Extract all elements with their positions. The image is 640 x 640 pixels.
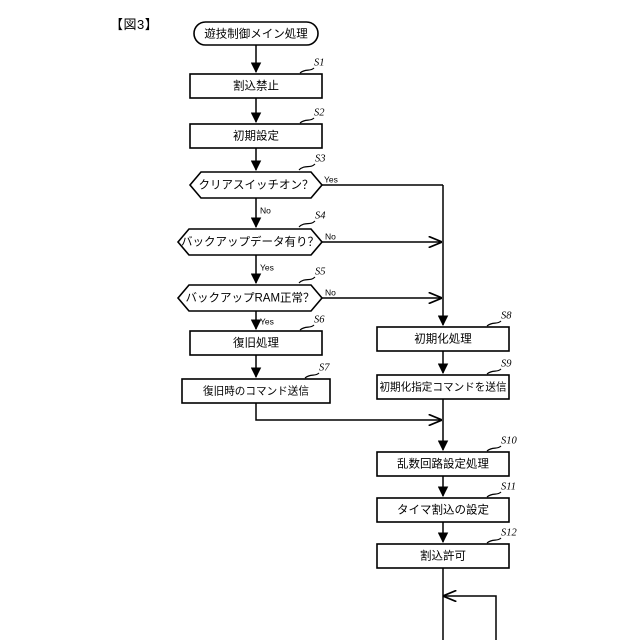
node-s3[interactable]: クリアスイッチオン？ bbox=[188, 171, 324, 199]
node-start[interactable]: 遊技制御メイン処理 bbox=[193, 21, 319, 46]
node-s5[interactable]: バックアップRAM正常？ bbox=[176, 284, 324, 312]
step-label-s11: S11 bbox=[501, 481, 516, 492]
node-s10[interactable]: 乱数回路設定処理 bbox=[376, 451, 510, 477]
step-label-s6: S6 bbox=[314, 314, 325, 325]
step-label-s9: S9 bbox=[501, 358, 512, 369]
node-s8-label: 初期化処理 bbox=[414, 332, 472, 346]
leader-s3 bbox=[298, 163, 316, 171]
leader-s7 bbox=[304, 372, 320, 379]
leader-s8 bbox=[486, 320, 502, 327]
node-s2-label: 初期設定 bbox=[233, 129, 279, 143]
edge-label-s4-yes: Yes bbox=[260, 262, 274, 272]
node-s7-label: 復旧時のコマンド送信 bbox=[203, 384, 309, 397]
step-label-s12: S12 bbox=[501, 527, 518, 538]
edge-label-s4-no: No bbox=[325, 231, 336, 241]
leader-s4 bbox=[298, 220, 316, 228]
node-s6-label: 復旧処理 bbox=[233, 336, 279, 350]
figure-number-label: 【図3】 bbox=[110, 17, 159, 32]
leader-s12 bbox=[486, 537, 502, 544]
leader-s6 bbox=[299, 324, 315, 331]
node-s12-label: 割込許可 bbox=[420, 549, 466, 563]
step-label-s4: S4 bbox=[315, 210, 326, 221]
leader-s5 bbox=[298, 276, 316, 284]
node-s6[interactable]: 復旧処理 bbox=[189, 330, 323, 356]
edge-label-s3-no: No bbox=[260, 205, 271, 215]
edge-label-s5-yes: Yes bbox=[260, 316, 274, 326]
leader-s9 bbox=[486, 368, 502, 375]
node-s12[interactable]: 割込許可 bbox=[376, 543, 510, 569]
node-s4-label: バックアップデータ有り？ bbox=[181, 235, 319, 249]
node-start-label: 遊技制御メイン処理 bbox=[204, 27, 308, 41]
node-s9[interactable]: 初期化指定コマンドを送信 bbox=[376, 374, 510, 400]
step-label-s5: S5 bbox=[315, 266, 326, 277]
node-s2[interactable]: 初期設定 bbox=[189, 123, 323, 149]
edge-label-s5-no: No bbox=[325, 287, 336, 297]
step-label-s1: S1 bbox=[314, 57, 325, 68]
node-s5-label: バックアップRAM正常？ bbox=[185, 292, 314, 305]
leader-s11 bbox=[486, 491, 502, 498]
node-s10-label: 乱数回路設定処理 bbox=[397, 457, 489, 471]
node-s3-label: クリアスイッチオン？ bbox=[199, 179, 314, 192]
step-label-s2: S2 bbox=[314, 107, 325, 118]
node-s11-label: タイマ割込の設定 bbox=[397, 503, 489, 517]
node-s1-label: 割込禁止 bbox=[233, 79, 279, 93]
step-label-s7: S7 bbox=[319, 362, 330, 373]
node-s1[interactable]: 割込禁止 bbox=[189, 73, 323, 99]
node-s7[interactable]: 復旧時のコマンド送信 bbox=[181, 378, 331, 404]
step-label-s3: S3 bbox=[315, 153, 326, 164]
edge-label-s3-yes: Yes bbox=[324, 174, 338, 184]
loop-back-connector bbox=[444, 596, 497, 640]
node-s9-label: 初期化指定コマンドを送信 bbox=[379, 380, 507, 393]
leader-s1 bbox=[299, 67, 315, 74]
leader-s10 bbox=[486, 445, 502, 452]
leader-s2 bbox=[299, 117, 315, 124]
node-s11[interactable]: タイマ割込の設定 bbox=[376, 497, 510, 523]
step-label-s8: S8 bbox=[501, 310, 512, 321]
edge-s7-to-s10 bbox=[255, 403, 441, 420]
node-s8[interactable]: 初期化処理 bbox=[376, 326, 510, 352]
step-label-s10: S10 bbox=[501, 435, 518, 446]
node-s4[interactable]: バックアップデータ有り？ bbox=[176, 228, 324, 256]
